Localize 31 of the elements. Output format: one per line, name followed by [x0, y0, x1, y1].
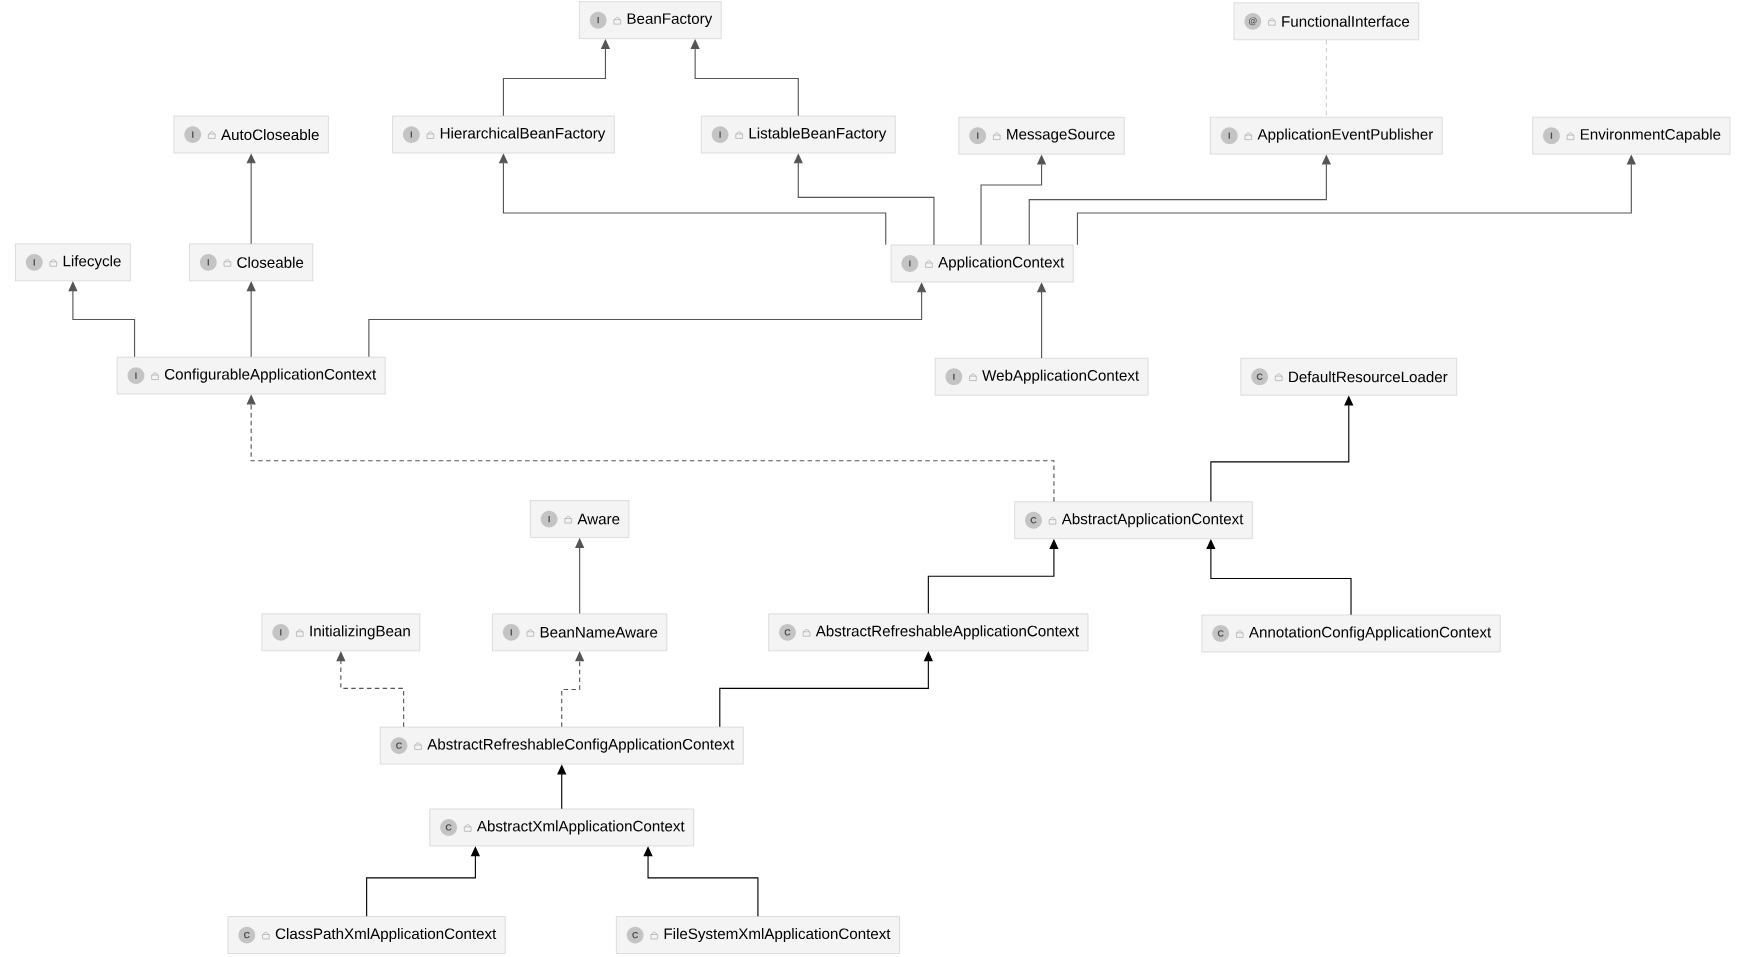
arrow: [246, 153, 256, 244]
type-badge: I: [901, 254, 919, 272]
arrow: [498, 153, 887, 246]
type-badge: I: [127, 366, 145, 384]
type-badge: I: [1543, 127, 1560, 144]
type-badge: I: [945, 368, 963, 385]
type-badge: C: [779, 623, 796, 641]
type-badge: I: [272, 623, 290, 641]
arrow: [1076, 154, 1636, 246]
type-badge: C: [440, 818, 458, 836]
arrow: [246, 394, 1055, 502]
type-badge: I: [502, 623, 520, 641]
type-badge: C: [390, 736, 408, 754]
type-badge: I: [25, 253, 43, 271]
type-badge: @: [1244, 12, 1262, 30]
type-badge: I: [199, 253, 217, 271]
type-badge: I: [969, 127, 987, 144]
type-badge: C: [626, 926, 644, 944]
type-badge: C: [1025, 511, 1042, 529]
type-badge: I: [184, 125, 202, 143]
arrow: [557, 764, 567, 810]
type-badge: C: [238, 926, 256, 944]
arrow: [793, 153, 935, 246]
type-badge: I: [540, 510, 558, 528]
type-badge: I: [402, 125, 420, 143]
type-badge: I: [589, 11, 607, 29]
type-badge: I: [1220, 127, 1238, 144]
type-badge: C: [1251, 368, 1269, 385]
type-badge: C: [1212, 624, 1230, 642]
arrow: [1028, 154, 1331, 246]
type-badge: I: [711, 125, 729, 143]
